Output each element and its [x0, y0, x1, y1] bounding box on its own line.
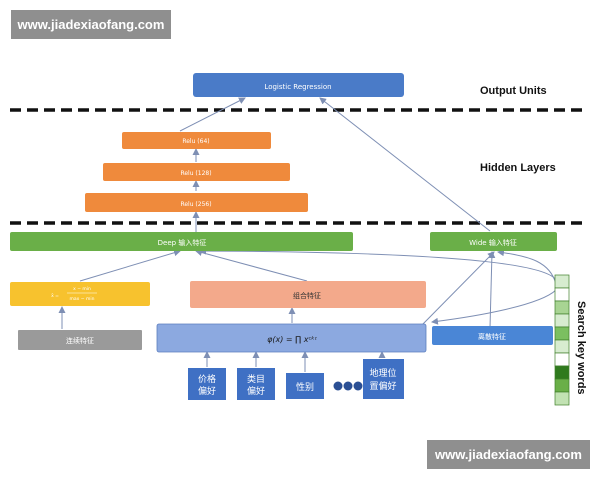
- cross-product-node: [156, 323, 427, 353]
- feature-price-line2: 偏好: [198, 385, 216, 397]
- feature-category-line2: 偏好: [247, 385, 265, 397]
- logistic-regression-node: [193, 73, 404, 97]
- feature-category-line1: 类目: [247, 373, 265, 385]
- search-bar-cell: [554, 274, 570, 289]
- ellipsis-dot-3: [353, 381, 363, 391]
- deep-input-label: Deep 输入特征: [158, 238, 207, 247]
- hidden-layers-label: Hidden Layers: [480, 162, 556, 174]
- output-units-label: Output Units: [480, 85, 547, 97]
- watermark-top: www.jiadexiaofang.com: [11, 10, 171, 39]
- discrete-features-node: [432, 326, 553, 345]
- feature-price-preference: [188, 368, 226, 400]
- wide-input-node: [430, 232, 557, 251]
- relu-64-label: Relu (64): [182, 138, 209, 145]
- feature-price-line1: 价格: [198, 373, 216, 385]
- relu-64-node: [122, 132, 271, 149]
- search-bar-cell: [554, 352, 570, 367]
- relu-256-label: Relu (256): [180, 201, 211, 208]
- combined-features-label: 组合特征: [293, 291, 321, 300]
- edges: [58, 97, 557, 372]
- search-bar-cell: [554, 339, 570, 354]
- normalization-prefix: x̂ =: [51, 293, 59, 299]
- normalization-node: [10, 282, 150, 306]
- search-bar-cell: [554, 300, 570, 315]
- search-bar-cell: [554, 313, 570, 328]
- search-key-words-label: Search key words: [575, 301, 587, 395]
- continuous-features-label: 连续特征: [66, 336, 94, 345]
- feature-location-line1: 地理位: [369, 367, 396, 379]
- search-key-words-bar: [554, 274, 570, 406]
- discrete-features-label: 离散特征: [478, 332, 506, 341]
- relu-256-node: [85, 193, 308, 212]
- ellipsis-dot-1: [333, 381, 343, 391]
- ellipsis-dots: [333, 381, 363, 391]
- search-bar-cell: [554, 287, 570, 302]
- relu-128-label: Relu (128): [180, 170, 211, 177]
- ellipsis-dot-2: [343, 381, 353, 391]
- relu-128-node: [103, 163, 290, 181]
- search-bar-cell: [554, 326, 570, 341]
- feature-location-line2: 置偏好: [369, 380, 396, 392]
- feature-gender: [286, 373, 324, 399]
- deep-input-node: [10, 232, 353, 251]
- normalization-denominator: max − min: [70, 296, 95, 302]
- search-bar-cell: [554, 378, 570, 393]
- normalization-numerator: x − min: [73, 286, 91, 292]
- combined-features-node: [190, 281, 426, 308]
- feature-location-preference: [363, 359, 404, 399]
- feature-gender-label: 性别: [296, 381, 314, 393]
- logistic-regression-label: Logistic Regression: [264, 83, 331, 91]
- watermark-bottom: www.jiadexiaofang.com: [427, 440, 590, 469]
- wide-input-label: Wide 输入特征: [469, 238, 517, 247]
- search-bar-cell: [554, 391, 570, 406]
- feature-category-preference: [237, 368, 275, 400]
- search-bar-cell: [554, 365, 570, 380]
- cross-product-formula: φ(x) = ∏ xᶜᵏᶦ: [267, 335, 317, 344]
- continuous-features-node: [18, 330, 142, 350]
